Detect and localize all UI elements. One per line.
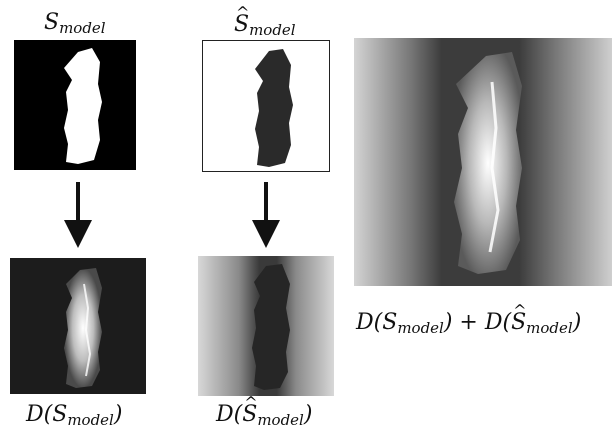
- label-d-s-hat-model: D(S^model): [216, 404, 312, 428]
- label-d-s-model: D(Smodel): [26, 404, 122, 428]
- d-s-hat-model-distance-image: [198, 256, 334, 396]
- s-hat-model-mask-image: [202, 40, 330, 172]
- label-s-hat-model: S^model: [234, 14, 296, 38]
- down-arrow-icon: [62, 182, 94, 250]
- d-sum-distance-image: [354, 38, 612, 286]
- s-model-mask-image: [14, 40, 136, 170]
- label-s-model: Smodel: [44, 12, 106, 36]
- d-s-model-distance-image: [10, 258, 146, 394]
- label-d-sum: D(Smodel) + D(S^model): [356, 312, 581, 336]
- down-arrow-icon: [250, 182, 282, 250]
